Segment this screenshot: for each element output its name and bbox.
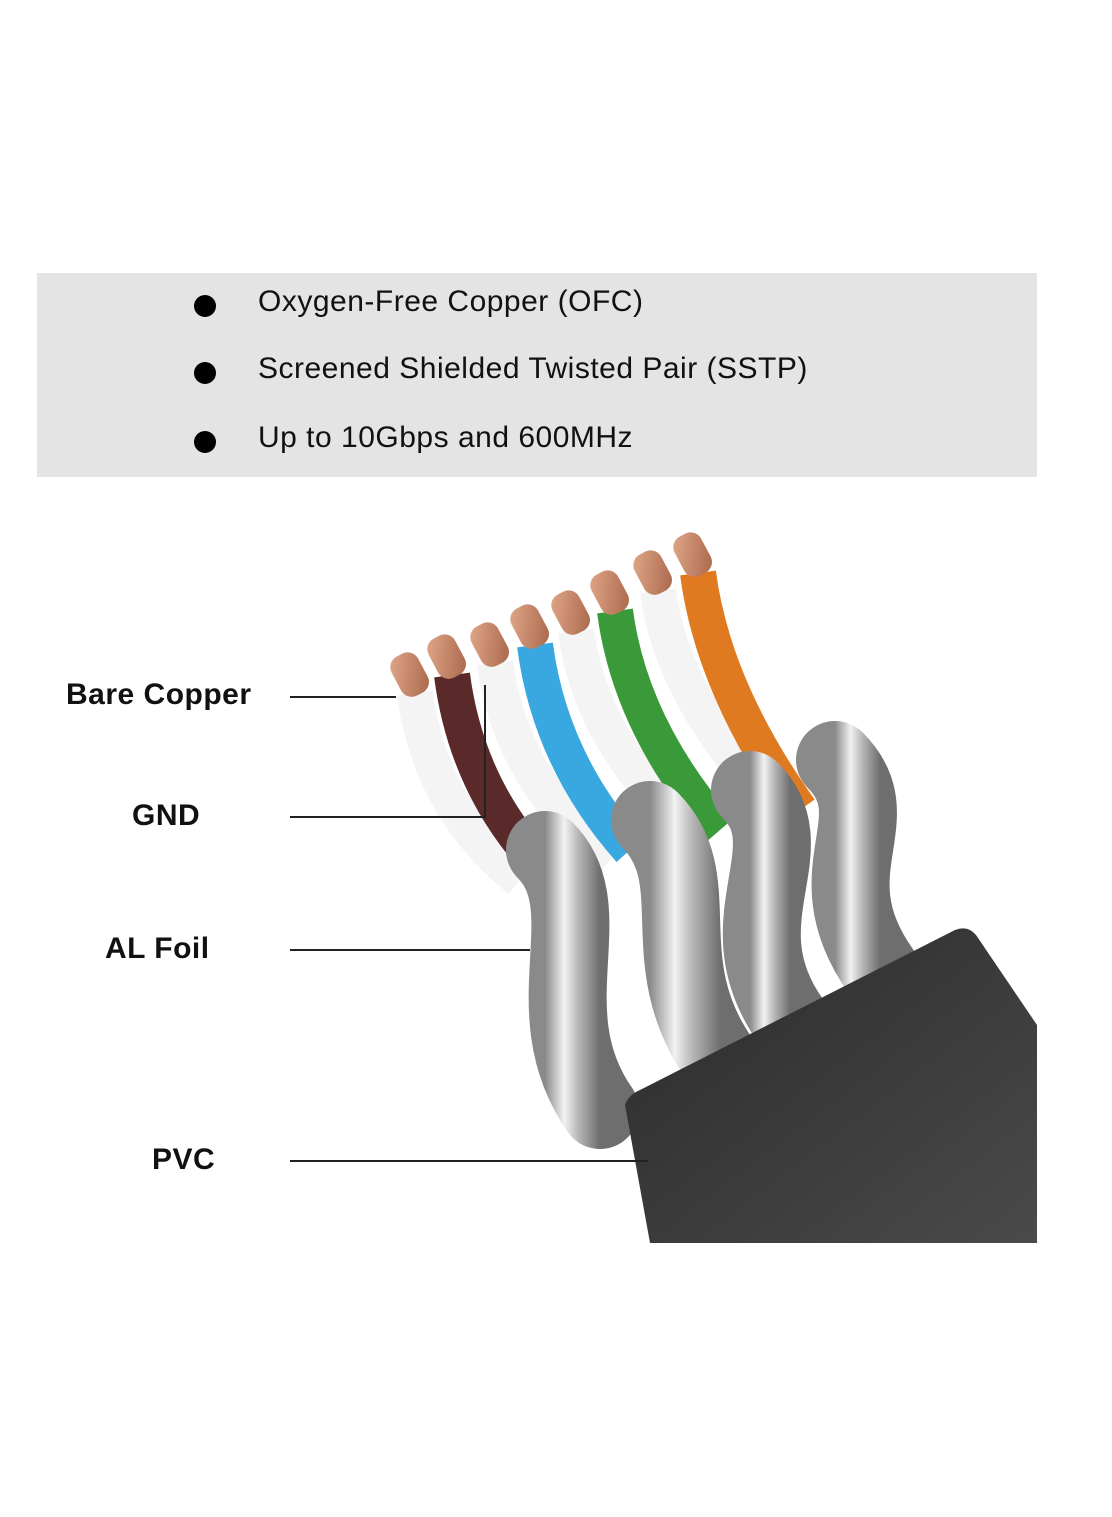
leader-line-gnd xyxy=(290,685,486,818)
feature-text: Screened Shielded Twisted Pair (SSTP) xyxy=(258,352,808,385)
feature-item: Up to 10Gbps and 600MHz xyxy=(37,421,1037,461)
feature-item: Oxygen-Free Copper (OFC) xyxy=(37,285,1037,325)
label-pvc: PVC xyxy=(152,1143,216,1176)
label-al-foil: AL Foil xyxy=(105,932,210,965)
bullet-icon xyxy=(194,362,216,384)
foil-shield-pair xyxy=(796,721,919,1009)
bare-copper-tip xyxy=(673,532,712,577)
bullet-icon xyxy=(194,295,216,317)
foil-shield-pair xyxy=(611,781,759,1099)
bare-copper-tip xyxy=(590,570,629,615)
label-bare-copper: Bare Copper xyxy=(66,678,252,711)
bullet-icon xyxy=(194,431,216,453)
bare-copper-tip xyxy=(633,550,672,595)
bare-copper-tip xyxy=(470,622,509,667)
pvc-jacket xyxy=(625,928,1037,1243)
bare-copper-tip xyxy=(390,652,429,697)
wire-insulation xyxy=(597,608,734,842)
bare-copper-tip xyxy=(427,634,466,679)
label-gnd: GND xyxy=(132,799,201,832)
feature-text: Oxygen-Free Copper (OFC) xyxy=(258,285,644,318)
al-foil-shields xyxy=(506,721,919,1149)
feature-text: Up to 10Gbps and 600MHz xyxy=(258,421,634,454)
wire-insulation xyxy=(397,690,532,895)
foil-shield-pair xyxy=(711,751,829,1059)
features-panel: Oxygen-Free Copper (OFC) Screened Shield… xyxy=(37,273,1037,477)
wire-insulation xyxy=(517,642,644,862)
bare-copper-tip xyxy=(510,604,549,649)
bare-copper-tip xyxy=(551,590,590,635)
feature-item: Screened Shielded Twisted Pair (SSTP) xyxy=(37,352,1037,392)
foil-shield-pair xyxy=(506,811,639,1149)
